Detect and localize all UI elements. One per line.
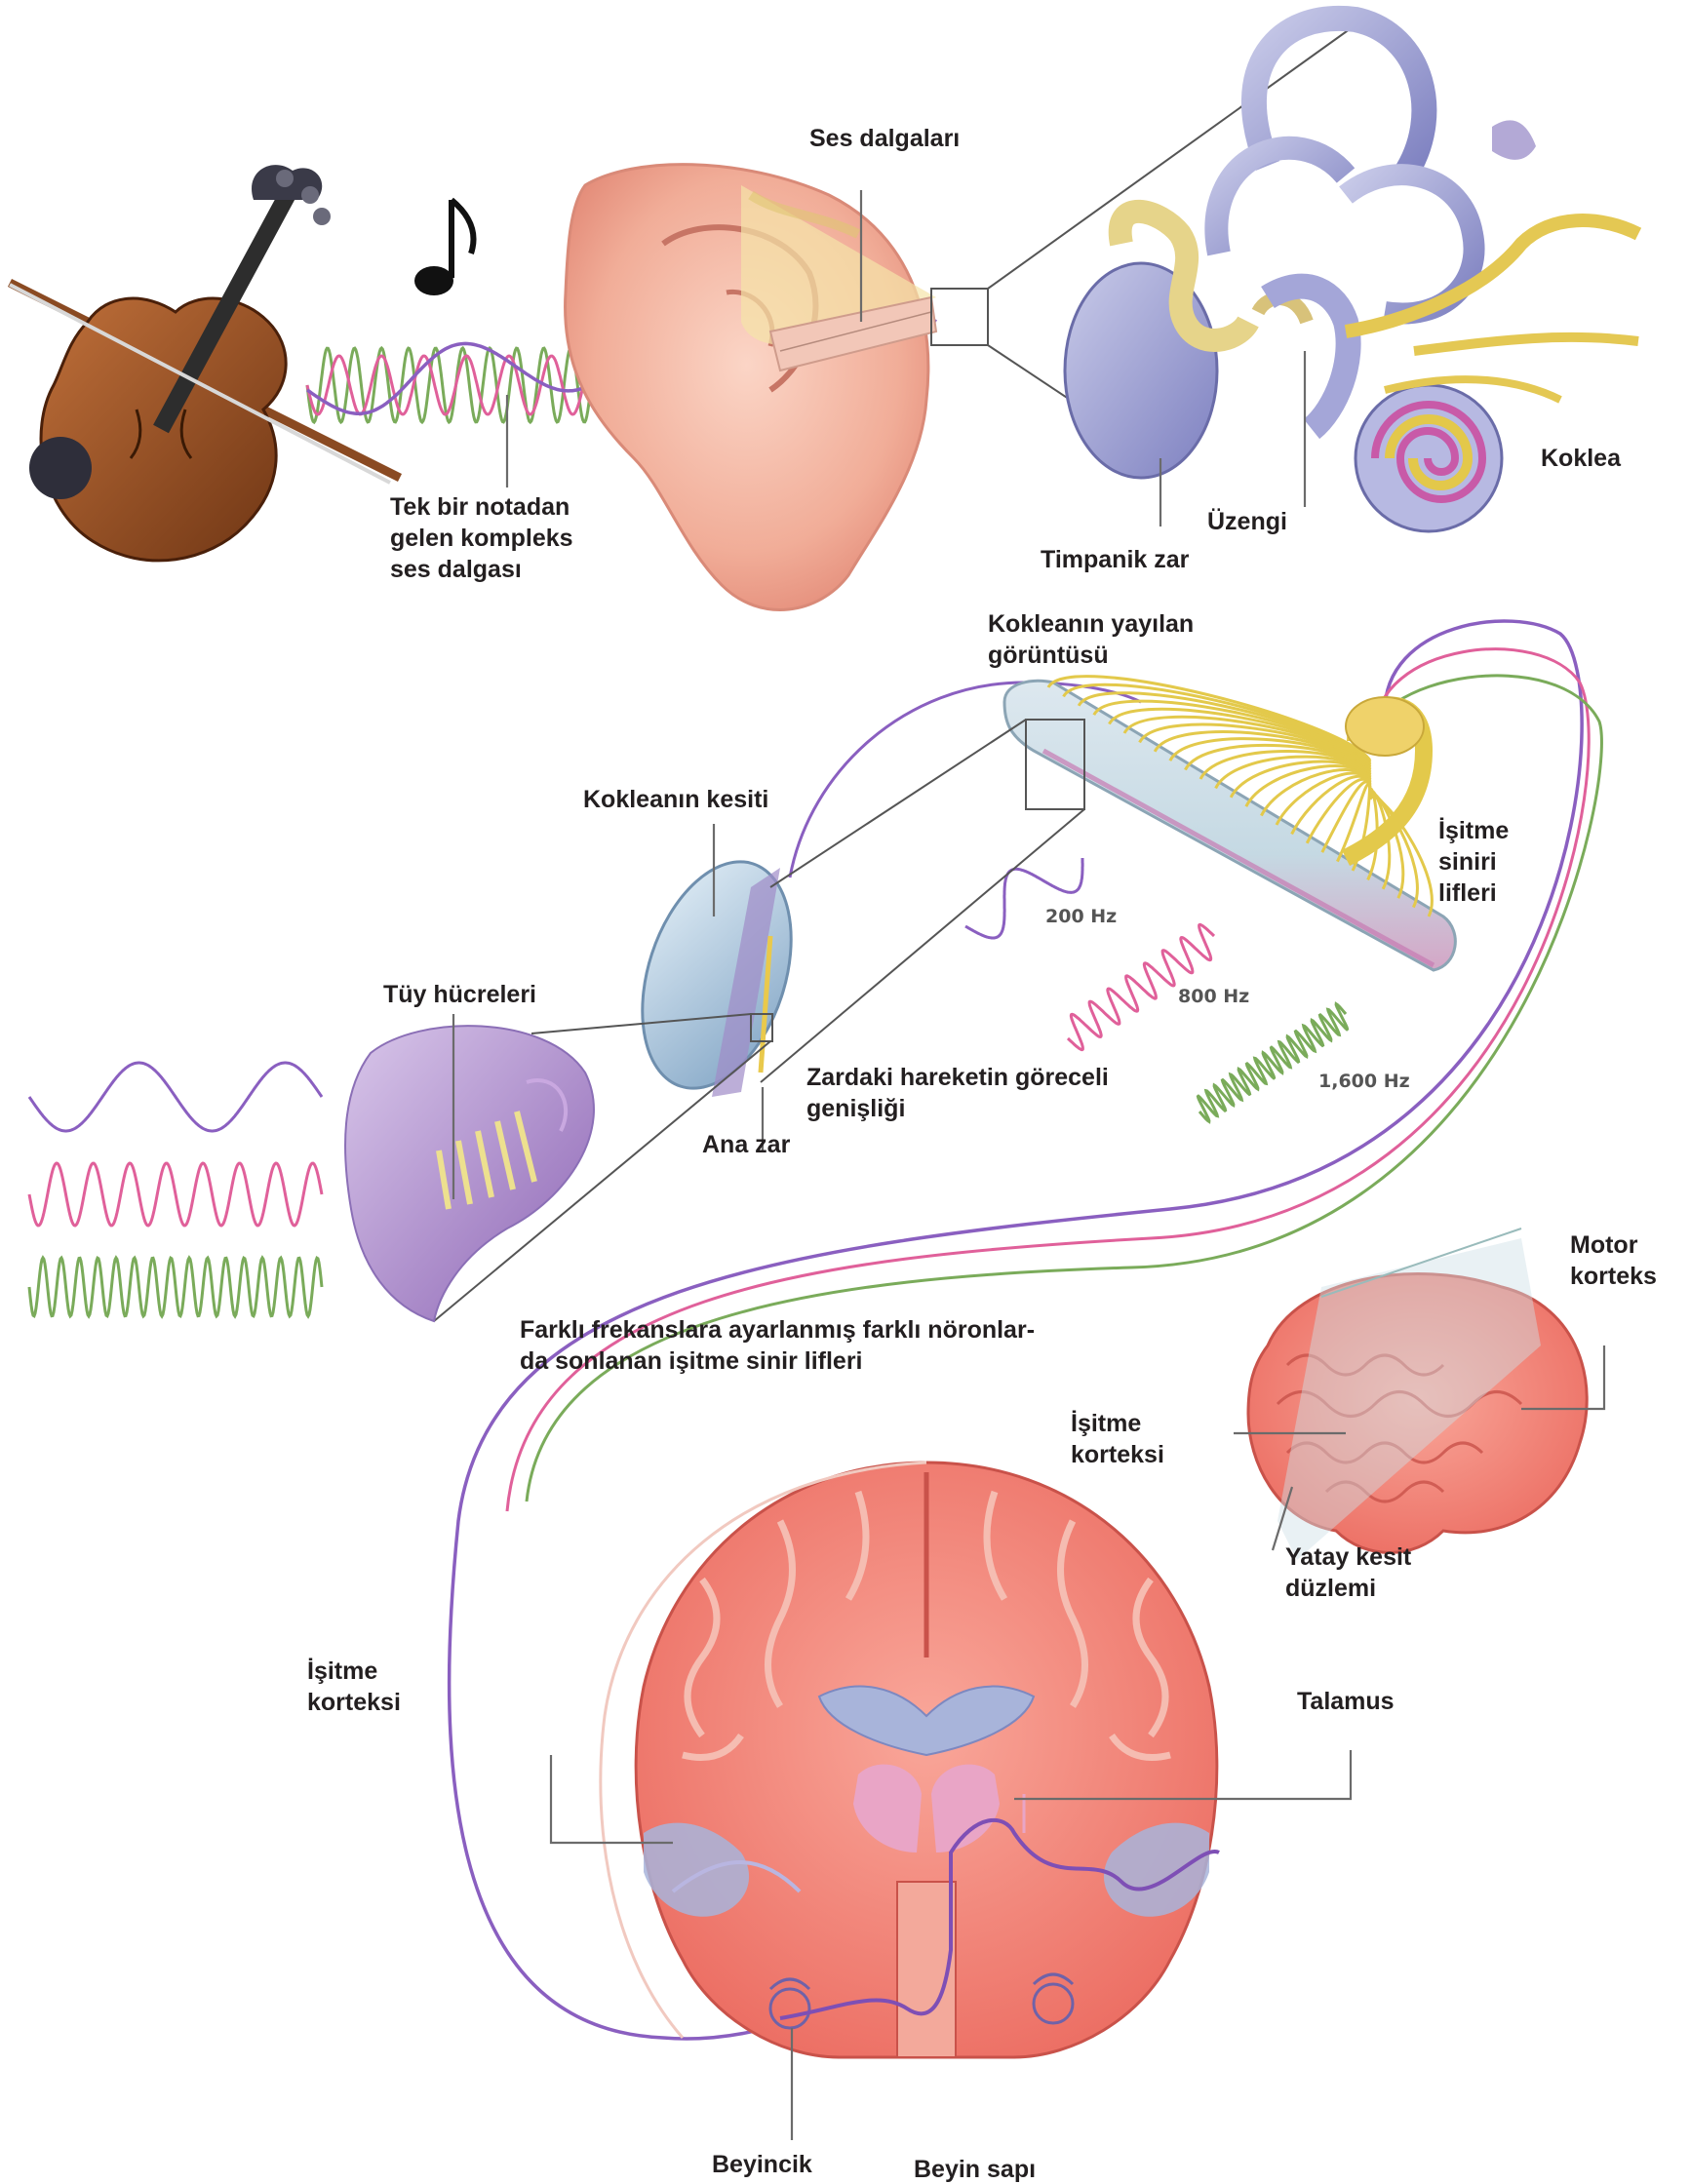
label-isitme-siniri-2: siniri (1438, 848, 1497, 876)
label-koklea: Koklea (1541, 445, 1622, 472)
label-beyin-sapi: Beyin sapı (914, 2156, 1036, 2183)
label-zardaki-2: genişliği (806, 1095, 905, 1122)
coronal-brain-section (601, 1462, 1219, 2057)
label-ses-dalgalari: Ses dalgaları (809, 125, 960, 152)
label-beyincik: Beyincik (712, 2151, 812, 2178)
label-kokleanin-kesiti: Kokleanın kesiti (583, 786, 768, 813)
label-800hz: 800 Hz (1178, 986, 1249, 1007)
label-200hz: 200 Hz (1045, 906, 1117, 927)
label-isitme-siniri-1: İşitme (1438, 817, 1509, 844)
violin-icon (10, 165, 400, 561)
label-motor-1: Motor (1570, 1231, 1638, 1259)
label-tek-bir-notadan-3: ses dalgası (390, 556, 522, 583)
label-tek-bir-notadan-1: Tek bir notadan (390, 493, 570, 521)
label-uzengi: Üzengi (1207, 507, 1287, 535)
label-isitme-korteksi-l-1: İşitme (307, 1658, 377, 1685)
label-yayilan-1: Kokleanın yayılan (988, 610, 1194, 638)
ear-illustration (566, 165, 936, 610)
label-yatay-2: düzlemi (1285, 1575, 1376, 1602)
label-1600hz: 1,600 Hz (1318, 1071, 1410, 1092)
left-frequency-waves (29, 1063, 322, 1316)
nerve-spoke (1307, 779, 1370, 843)
label-tek-bir-notadan-2: gelen kompleks (390, 525, 573, 552)
label-farkli-1: Farklı frekanslara ayarlanmış farklı nör… (520, 1316, 1035, 1344)
label-motor-2: korteks (1570, 1263, 1657, 1290)
music-note-icon (414, 200, 474, 295)
label-timpanik-zar: Timpanik zar (1041, 546, 1190, 573)
label-farkli-2: da sonlanan işitme sinir lifleri (520, 1347, 863, 1375)
label-ana-zar: Ana zar (702, 1131, 791, 1158)
side-brain-illustration (1248, 1228, 1587, 1560)
label-isitme-korteksi-l-2: korteksi (307, 1689, 401, 1716)
hair-cells-detail (345, 1026, 594, 1321)
label-isitme-korteksi-r-1: İşitme (1071, 1410, 1141, 1437)
label-zardaki-1: Zardaki hareketin göreceli (806, 1064, 1109, 1091)
label-isitme-korteksi-r-2: korteksi (1071, 1441, 1164, 1468)
label-yatay-1: Yatay kesit (1285, 1543, 1412, 1571)
label-talamus: Talamus (1297, 1688, 1395, 1715)
label-yayilan-2: görüntüsü (988, 642, 1109, 669)
label-isitme-siniri-3: lifleri (1438, 879, 1497, 907)
label-tuy-hucreleri: Tüy hücreleri (383, 981, 536, 1008)
